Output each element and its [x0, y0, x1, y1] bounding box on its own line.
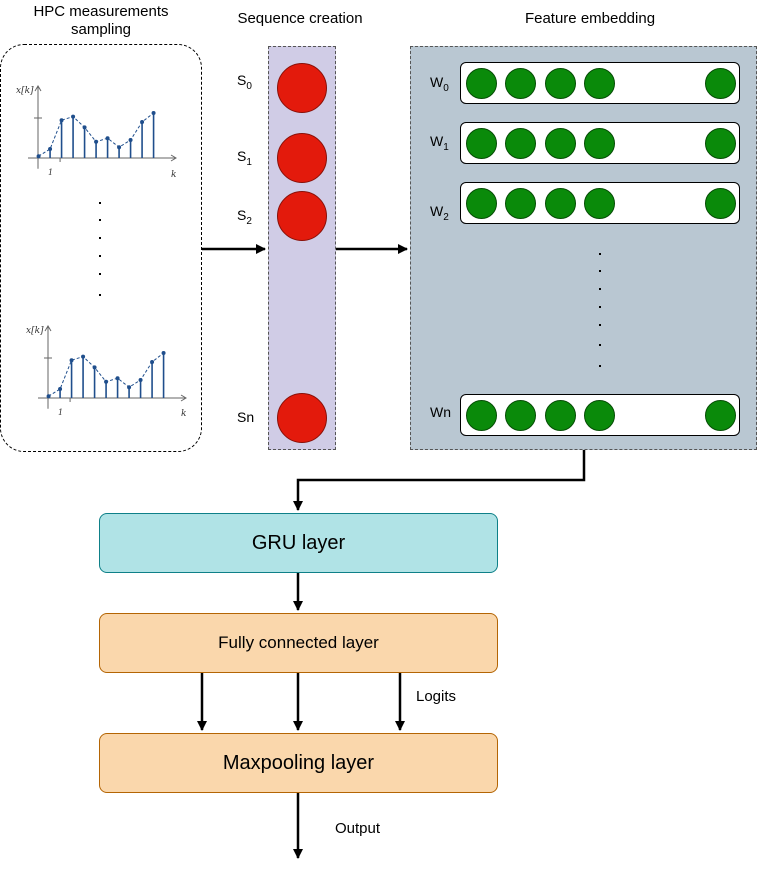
- plot-x-arrowhead: [180, 394, 187, 402]
- logits-label: Logits: [416, 688, 457, 705]
- embedding-vector-1: [460, 122, 740, 164]
- embedding-header: Feature embedding: [524, 10, 656, 27]
- embedding-cell: [466, 128, 497, 159]
- plot-y-arrowhead: [34, 85, 42, 92]
- plot-stem-point: [82, 125, 87, 130]
- embedding-cell: [466, 400, 497, 431]
- sampling-container: [0, 44, 202, 452]
- embedding-cell: [584, 188, 615, 219]
- output-label: Output: [335, 820, 381, 837]
- plot-stem-point: [138, 378, 143, 382]
- embedding-cell: [545, 68, 576, 99]
- plot-bottom-xlabel: k: [181, 409, 187, 419]
- embedding-vector-n: [460, 394, 740, 436]
- embedding-cell: [545, 400, 576, 431]
- plot-stem-point: [104, 379, 109, 384]
- embedding-label-n: Wn: [430, 404, 451, 420]
- sequence-node-1: [277, 133, 327, 183]
- embedding-container: [410, 46, 757, 450]
- plot-stem-point: [58, 387, 63, 391]
- embedding-cell: [505, 68, 536, 99]
- plot-stem-point: [150, 360, 155, 364]
- embedding-cell: [545, 188, 576, 219]
- plot-stem-point: [46, 394, 51, 399]
- maxpooling-layer: Maxpooling layer: [99, 733, 498, 793]
- embedding-label-0: W0: [430, 74, 449, 94]
- plot-stem-point: [48, 147, 53, 151]
- plot-stem-point: [69, 358, 74, 363]
- plot-stem-point: [105, 136, 110, 141]
- embedding-cell: [705, 128, 736, 159]
- sampling-header: HPC measurements sampling: [0, 3, 202, 39]
- embedding-cell: [584, 68, 615, 99]
- embedding-cell: [705, 400, 736, 431]
- plot-stem-point: [140, 120, 145, 124]
- gru-layer: GRU layer: [99, 513, 498, 573]
- stem-plot-top: [28, 85, 177, 169]
- embedding-vector-0: [460, 62, 740, 104]
- plot-stem-point: [151, 111, 156, 115]
- plot-top-ylabel: x[k]: [16, 86, 34, 96]
- sequence-label-n: Sn: [237, 409, 255, 425]
- plot-stem-point: [81, 354, 86, 359]
- embedding-cell: [705, 68, 736, 99]
- plot-bottom-tick-label: 1: [58, 408, 64, 417]
- embedding-label-1: W1: [430, 133, 449, 153]
- sequence-container: [268, 46, 336, 450]
- plot-stem-point: [71, 114, 76, 119]
- sequence-node-0: [277, 63, 327, 113]
- embedding-label-2: W2: [430, 203, 449, 223]
- sequence-node-2: [277, 191, 327, 241]
- sequence-label-1: S1: [237, 148, 252, 168]
- embedding-cell: [545, 128, 576, 159]
- plot-top-xlabel: k: [171, 170, 177, 180]
- embedding-cell: [584, 128, 615, 159]
- plot-stem-point: [117, 145, 122, 150]
- embedding-cell: [705, 188, 736, 219]
- plot-stem-point: [161, 351, 166, 355]
- sequence-header: Sequence creation: [237, 10, 363, 27]
- plot-stem-point: [94, 139, 99, 144]
- plot-x-arrowhead: [170, 154, 177, 162]
- sampling-header-line1: HPC measurements: [33, 3, 169, 20]
- arrow-embedding-to-gru: [293, 450, 586, 511]
- plot-y-arrowhead: [44, 325, 52, 332]
- embedding-cell: [466, 188, 497, 219]
- sequence-label-2: S2: [237, 207, 252, 227]
- plot-top-tick-label: 1: [48, 168, 54, 177]
- embedding-cell: [584, 400, 615, 431]
- plot-stem-point: [128, 138, 133, 142]
- embedding-cell: [505, 400, 536, 431]
- plot-stem-point: [115, 376, 120, 381]
- plot-stem-point: [92, 365, 97, 370]
- fully-connected-layer: Fully connected layer: [99, 613, 498, 673]
- embedding-vector-2: [460, 182, 740, 224]
- embedding-cell: [505, 128, 536, 159]
- sampling-header-line2: sampling: [70, 21, 132, 38]
- plot-stem-point: [127, 385, 132, 390]
- plot-bottom-ylabel: x[k]: [26, 326, 44, 336]
- sequence-label-0: S0: [237, 72, 252, 92]
- plot-stem-point: [36, 154, 41, 159]
- stem-plot-bottom: [38, 325, 187, 409]
- embedding-cell: [505, 188, 536, 219]
- sequence-node-n: [277, 393, 327, 443]
- embedding-cell: [466, 68, 497, 99]
- plot-stem-point: [59, 118, 64, 123]
